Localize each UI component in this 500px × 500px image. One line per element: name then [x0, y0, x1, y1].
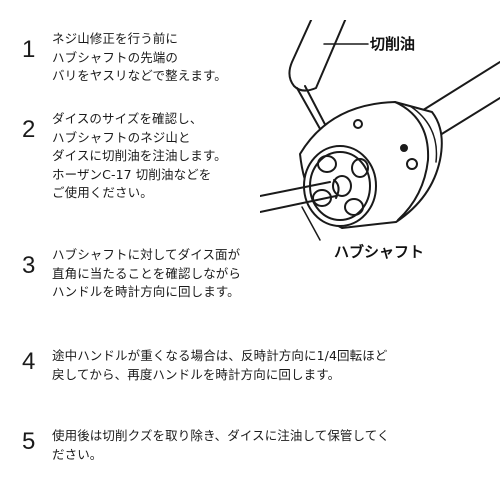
step-line: 使用後は切削クズを取り除き、ダイスに注油して保管してく: [52, 428, 390, 443]
step-line: ご使用ください。: [52, 185, 153, 200]
step-number: 1: [22, 36, 36, 63]
hub-shaft: [260, 179, 340, 213]
step-line: 戻してから、再度ハンドルを時計方向に回します。: [52, 366, 341, 382]
step-text: ハブシャフトに対してダイス面が 直角に当たることを確認しながら ハンドルを時計方…: [52, 246, 241, 302]
step-line: ださい。: [52, 446, 103, 462]
step-number: 2: [22, 116, 36, 143]
die-illustration: [260, 20, 500, 241]
step-number: 5: [22, 428, 36, 455]
step-line: ハブシャフトに対してダイス面が: [52, 247, 241, 262]
step-line: 直角に当たることを確認しながら: [52, 265, 242, 281]
step-text: 途中ハンドルが重くなる場合は、反時計方向に1/4回転ほど 戻してから、再度ハンド…: [52, 347, 387, 384]
step-line: ハブシャフトのネジ山と: [52, 129, 191, 145]
step-line: ダイスに切削油を注油します。: [52, 148, 227, 163]
step-text: 使用後は切削クズを取り除き、ダイスに注油して保管してく ださい。: [52, 427, 390, 464]
step-line: ハンドルを時計方向に回します。: [52, 284, 240, 299]
step-text: ダイスのサイズを確認し、 ハブシャフトのネジ山と ダイスに切削油を注油します。 …: [52, 110, 227, 203]
hub-shaft-label: ハブシャフト: [334, 243, 425, 261]
step-number: 4: [22, 348, 36, 375]
step-text: ネジ山修正を行う前に ハブシャフトの先端の バリをヤスリなどで整えます。: [52, 30, 227, 86]
step-line: ハブシャフトの先端の: [52, 49, 179, 65]
step-line: ダイスのサイズを確認し、: [52, 111, 203, 126]
shaft-leader-line: [301, 206, 321, 241]
step-line: ネジ山修正を行う前に: [52, 31, 179, 46]
step-line: 途中ハンドルが重くなる場合は、反時計方向に1/4回転ほど: [52, 348, 388, 363]
oil-label: 切削油: [370, 35, 416, 53]
step-line: バリをヤスリなどで整えます。: [52, 68, 227, 83]
die-holder: [299, 61, 500, 229]
step-number: 3: [22, 252, 36, 279]
step-line: ホーザンC-17 切削油などを: [52, 166, 212, 182]
